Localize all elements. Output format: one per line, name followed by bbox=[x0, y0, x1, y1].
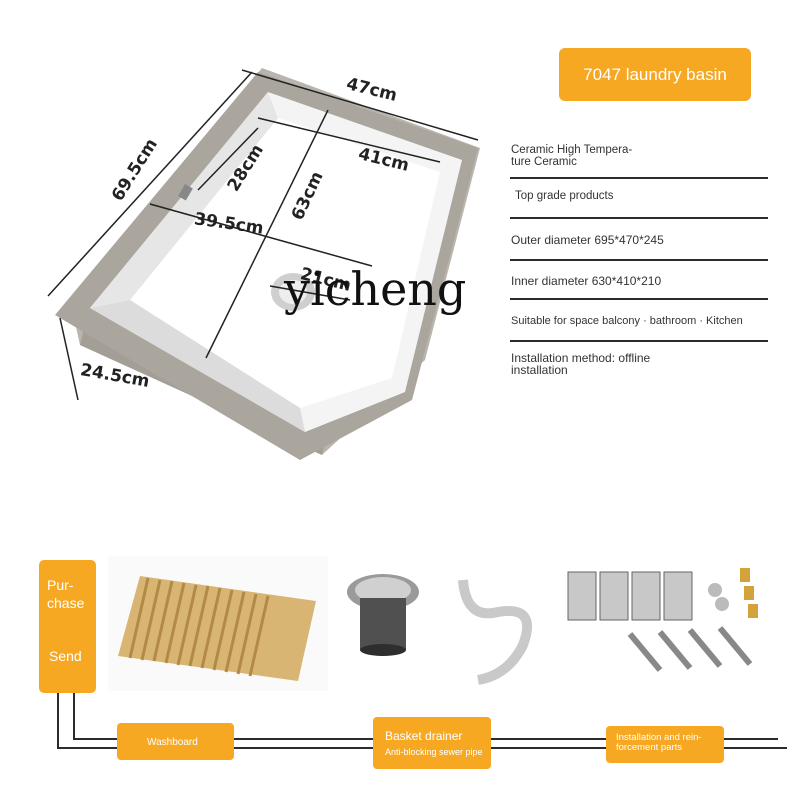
connector bbox=[57, 693, 59, 748]
basket-drainer-icon bbox=[347, 574, 532, 685]
overflow-icon bbox=[178, 183, 193, 201]
installation-parts-label: Installation and rein-forcement parts bbox=[606, 726, 724, 763]
watermark-text: yicheng bbox=[284, 262, 467, 316]
purchase-box: Pur-chase Send bbox=[39, 560, 96, 693]
divider bbox=[510, 259, 768, 261]
washboard-icon bbox=[118, 576, 316, 681]
sink-inner-floor bbox=[130, 118, 440, 408]
spec-material: Ceramic High Tempera-ture Ceramic bbox=[511, 144, 633, 168]
send-label: Send bbox=[49, 648, 82, 664]
washboard-label: Washboard bbox=[117, 723, 234, 760]
divider bbox=[510, 217, 768, 219]
installation-text: Installation and rein-forcement parts bbox=[616, 732, 702, 753]
connector bbox=[73, 693, 75, 739]
spec-inner: Inner diameter 630*410*210 bbox=[511, 274, 662, 288]
basket-subtitle: Anti-blocking sewer pipe bbox=[385, 747, 483, 757]
purchase-label: Pur-chase bbox=[47, 577, 85, 611]
sink-inner-wall-left bbox=[90, 92, 278, 308]
spec-installation: Installation method: offline installatio… bbox=[511, 351, 651, 377]
divider bbox=[510, 298, 768, 300]
installation-parts-icon bbox=[567, 568, 758, 672]
divider bbox=[510, 177, 768, 179]
washboard-text: Washboard bbox=[147, 737, 198, 748]
divider bbox=[510, 340, 768, 342]
basket-title: Basket drainer bbox=[385, 729, 463, 743]
product-title-badge: 7047 laundry basin bbox=[559, 48, 751, 101]
spec-outer: Outer diameter 695*470*245 bbox=[511, 233, 664, 247]
spec-grade: Top grade products bbox=[515, 190, 614, 202]
sink-inner-wall bbox=[90, 300, 305, 432]
spec-suitable: Suitable for space balcony · bathroom · … bbox=[511, 315, 743, 327]
basket-drainer-label: Basket drainer Anti-blocking sewer pipe bbox=[373, 717, 491, 769]
